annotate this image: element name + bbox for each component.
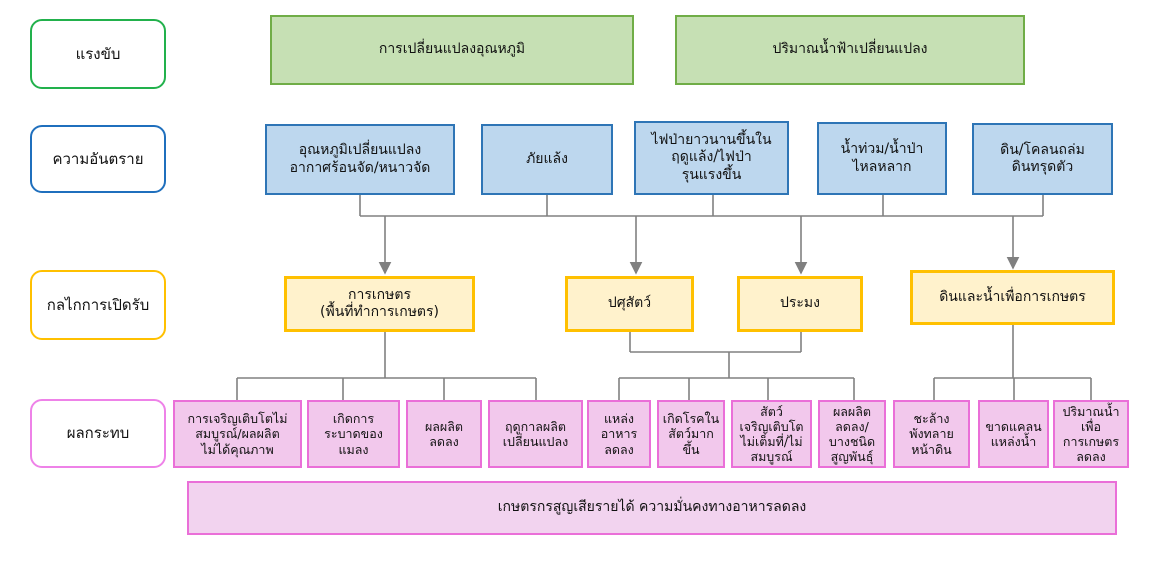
hazard-drought: ภัยแล้ง	[481, 124, 613, 195]
row-label-impacts: ผลกระทบ	[30, 399, 166, 468]
hazard-landslide: ดิน/โคลนถล่ม ดินทรุดตัว	[972, 123, 1113, 195]
impact-water-shortage: ขาดแคลน แหล่งน้ำ	[978, 400, 1049, 468]
impact-insect-outbreak: เกิดการ ระบาดของ แมลง	[307, 400, 400, 468]
impact-soil-erosion: ชะล้าง พังทลาย หน้าดิน	[893, 400, 970, 468]
row-label-exposure: กลไกการเปิดรับ	[30, 270, 166, 340]
impact-yield-decline: ผลผลิต ลดลง	[406, 400, 482, 468]
exposure-soil-water: ดินและน้ำเพื่อการเกษตร	[910, 270, 1115, 325]
impact-food-source-decline: แหล่ง อาหาร ลดลง	[587, 400, 651, 468]
hazard-flood: น้ำท่วม/น้ำป่า ไหลหลาก	[817, 122, 947, 195]
exposure-agriculture: การเกษตร (พื้นที่ทำการเกษตร)	[284, 276, 475, 332]
row-label-hazards: ความอันตราย	[30, 125, 166, 193]
row-label-drivers: แรงขับ	[30, 19, 166, 89]
impact-agri-water-decline: ปริมาณน้ำ เพื่อ การเกษตร ลดลง	[1053, 400, 1129, 468]
outcome-income-food-security: เกษตรกรสูญเสียรายได้ ความมั่นคงทางอาหารล…	[187, 481, 1117, 535]
impact-incomplete-growth: การเจริญเติบโตไม่ สมบูรณ์/ผลผลิต ไม่ได้ค…	[173, 400, 302, 468]
hazard-temperature-extremes: อุณหภูมิเปลี่ยนแปลง อากาศร้อนจัด/หนาวจัด	[265, 124, 455, 195]
exposure-livestock: ปศุสัตว์	[565, 276, 694, 332]
impact-fish-extinction: ผลผลิต ลดลง/ บางชนิด สูญพันธุ์	[818, 400, 886, 468]
exposure-fishery: ประมง	[737, 276, 863, 332]
driver-temperature-change: การเปลี่ยนแปลงอุณหภูมิ	[270, 15, 634, 85]
driver-precipitation-change: ปริมาณน้ำฟ้าเปลี่ยนแปลง	[675, 15, 1025, 85]
impact-animal-growth: สัตว์ เจริญเติบโต ไม่เต็มที่/ไม่ สมบูรณ์	[731, 400, 812, 468]
hazard-wildfire: ไฟป่ายาวนานขึ้นใน ฤดูแล้ง/ไฟป่า รุนแรงขึ…	[634, 121, 789, 195]
impact-season-change: ฤดูกาลผลิต เปลี่ยนแปลง	[488, 400, 583, 468]
impact-animal-disease: เกิดโรคใน สัตว์มาก ขึ้น	[657, 400, 725, 468]
